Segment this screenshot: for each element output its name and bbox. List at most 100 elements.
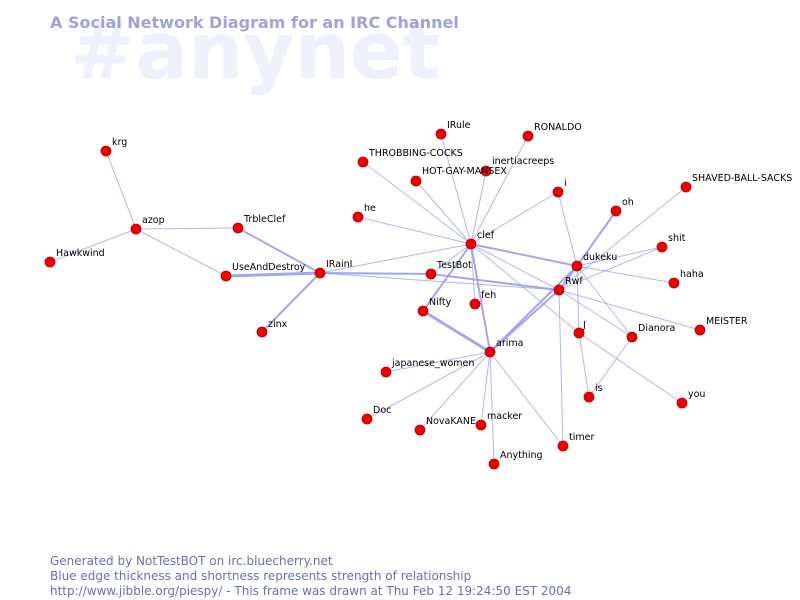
edge-arima-NovaKANE — [419, 351, 491, 431]
edge-Rwf-Dianora — [558, 289, 633, 338]
node-dot — [220, 270, 232, 282]
edge-IRainI-clef — [319, 243, 472, 274]
node-dot — [480, 165, 492, 177]
node-Rwf: Rwf — [553, 276, 583, 296]
node-label: timer — [569, 432, 594, 443]
node-label: japanese_women — [391, 358, 474, 369]
node-dot — [417, 305, 429, 317]
edge-IRainI-zinx — [261, 272, 321, 333]
edge-J-is — [578, 332, 590, 398]
edge-inertiacreeps-clef — [470, 170, 487, 245]
node-macker: macker — [475, 411, 522, 431]
node-timer: timer — [557, 432, 594, 452]
node-azop: azop — [130, 215, 165, 235]
edge-Rwf-arima — [489, 289, 560, 353]
node-dot — [380, 366, 392, 378]
edge-TestBot-Rwf — [430, 273, 560, 291]
edge-Rwf-shit — [558, 246, 663, 291]
edge-dukeku-Dianora — [576, 265, 633, 338]
edge-UseAndDestroy-IRainI — [225, 271, 321, 278]
edge-RONALDO-clef — [470, 135, 529, 245]
edge-azop-TrbleClef — [135, 227, 239, 230]
edge-Nifty-arima — [422, 309, 491, 354]
node-label: oh — [622, 197, 634, 208]
node-label: arima — [496, 338, 523, 349]
node-dot — [352, 211, 364, 223]
node-label: krg — [112, 137, 127, 148]
edge-azop-Hawkwind — [49, 228, 137, 263]
node-dot — [557, 440, 569, 452]
edge-dukeku-J — [576, 265, 580, 334]
node-label: he — [364, 203, 376, 214]
edge-dukeku-oh — [576, 210, 617, 267]
node-label: Hawkwind — [56, 248, 105, 259]
node-J: J — [573, 320, 586, 339]
edge-Rwf-timer — [558, 289, 564, 447]
node-Nifty: Nifty — [417, 297, 452, 317]
node-dot — [361, 413, 373, 425]
edge-SHAVED-BALL-SACKS-Rwf — [558, 186, 687, 291]
node-dot — [314, 267, 326, 279]
node-Dianora: Dianora — [626, 323, 675, 343]
node-dot — [130, 223, 142, 235]
edge-clef-Nifty — [422, 243, 472, 312]
node-label: Anything — [500, 450, 543, 461]
node-dot — [465, 238, 477, 250]
node-dot — [232, 222, 244, 234]
node-label: i — [564, 178, 567, 189]
node-HOT-GAY-MANSEX: HOT-GAY-MANSEX — [410, 166, 507, 187]
node-label: Rwf — [565, 276, 583, 287]
edge-azop-UseAndDestroy — [135, 228, 227, 277]
node-label: you — [688, 389, 705, 400]
edge-IRule-clef — [440, 133, 472, 245]
edge-i-dukeku — [557, 191, 578, 267]
node-label: feh — [481, 290, 496, 301]
footer-generator: Generated by NotTestBOT on irc.bluecherr… — [50, 554, 333, 568]
node-label: MEISTER — [706, 316, 748, 327]
node-label: TrbleClef — [243, 214, 286, 225]
node-IRainI: IRainI — [314, 259, 352, 279]
node-dot — [668, 277, 680, 289]
node-dot — [410, 175, 422, 187]
node-dot — [680, 181, 692, 193]
edge-arima-Doc — [366, 351, 491, 420]
node-dot — [100, 145, 112, 157]
node-label: TestBot — [436, 260, 472, 271]
node-you: you — [676, 389, 705, 409]
edge-clef-feh — [470, 243, 476, 305]
node-label: SHAVED-BALL-SACKS — [692, 173, 792, 184]
node-dot — [573, 327, 585, 339]
node-Anything: Anything — [488, 450, 543, 470]
node-dot — [414, 424, 426, 436]
edge-THROBBING-COCKS-clef — [362, 161, 472, 245]
node-dot — [583, 391, 595, 403]
node-SHAVED-BALL-SACKS: SHAVED-BALL-SACKS — [680, 173, 792, 193]
node-dot — [676, 397, 688, 409]
node-dot — [571, 260, 583, 272]
node-label: inertiacreeps — [492, 156, 554, 167]
node-dot — [488, 458, 500, 470]
node-Doc: Doc — [361, 405, 391, 425]
node-dot — [522, 130, 534, 142]
edge-clef-Rwf — [470, 243, 560, 291]
edge-clef-J — [470, 243, 580, 334]
node-label: IRule — [447, 120, 471, 131]
node-dot — [552, 186, 564, 198]
footer-timestamp: http://www.jibble.org/piespy/ - This fra… — [50, 584, 571, 598]
node-label: THROBBING-COCKS — [368, 148, 463, 159]
edge-TrbleClef-IRainI — [237, 227, 321, 274]
node-dukeku: dukeku — [571, 252, 617, 272]
node-MEISTER: MEISTER — [694, 316, 748, 336]
node-krg: krg — [100, 137, 127, 157]
node-shit: shit — [656, 233, 686, 253]
edge-Rwf-MEISTER — [558, 289, 701, 331]
node-label: haha — [680, 269, 704, 280]
edge-dukeku-haha — [576, 265, 675, 284]
node-label: RONALDO — [534, 122, 582, 133]
node-RONALDO: RONALDO — [522, 122, 582, 142]
node-oh: oh — [610, 197, 634, 217]
node-NovaKANE: NovaKANE — [414, 416, 476, 436]
node-dot — [357, 156, 369, 168]
node-label: clef — [477, 230, 495, 241]
edge-clef-dukeku — [470, 243, 578, 267]
